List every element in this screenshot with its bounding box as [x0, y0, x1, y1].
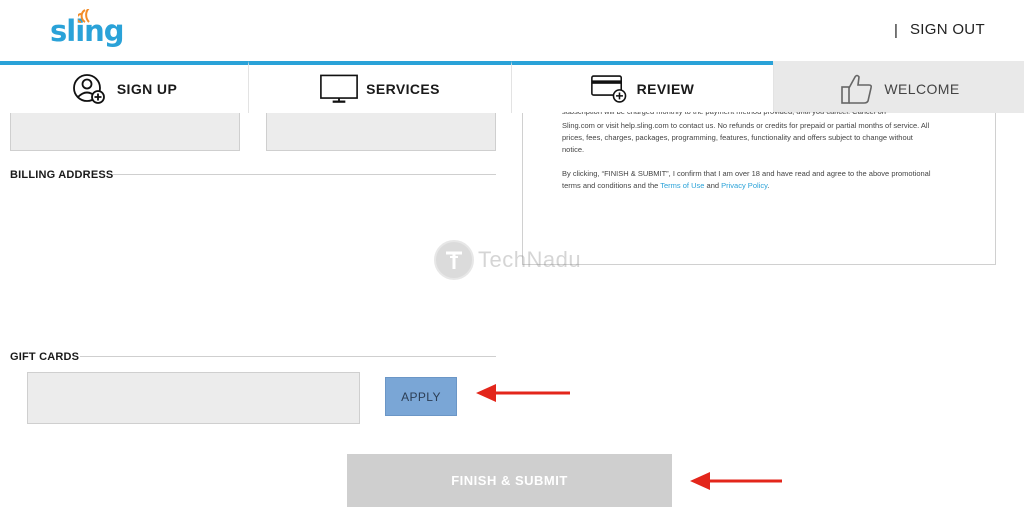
legal-text: and: [704, 181, 722, 190]
apply-button[interactable]: APPLY: [385, 377, 457, 416]
header: sling | SIGN OUT: [0, 0, 1024, 62]
step-services[interactable]: SERVICES: [248, 61, 511, 113]
legal-line: By clicking, “FINISH & SUBMIT”, I confir…: [562, 169, 931, 178]
finish-submit-button[interactable]: FINISH & SUBMIT: [347, 454, 672, 507]
payment-field[interactable]: [266, 113, 496, 151]
terms-panel: [522, 113, 996, 265]
legal-text: terms and conditions and the: [562, 181, 661, 190]
step-sign-up[interactable]: SIGN UP: [0, 61, 248, 113]
step-label: WELCOME: [884, 81, 960, 97]
add-user-icon: [71, 72, 109, 106]
legal-line: prices, fees, charges, packages, program…: [562, 133, 913, 142]
signal-waves-icon: [78, 9, 90, 23]
step-label: SIGN UP: [116, 81, 178, 97]
watermark-text: TechNadu: [478, 247, 582, 272]
step-label: SERVICES: [366, 81, 440, 97]
legal-text: .: [767, 181, 770, 190]
tv-icon: [320, 72, 359, 106]
gift-cards-title: GIFT CARDS: [10, 351, 80, 363]
step-label: REVIEW: [636, 81, 695, 97]
header-separator: |: [894, 22, 898, 39]
divider: [113, 174, 496, 175]
privacy-policy-link[interactable]: Privacy Policy: [721, 181, 768, 190]
legal-line-with-links: terms and conditions and the Terms of Us…: [562, 180, 972, 192]
watermark: TechNadu: [434, 240, 581, 280]
arrow-left-icon: [476, 384, 570, 402]
step-welcome[interactable]: WELCOME: [773, 61, 1024, 113]
technadu-logo-icon: [434, 240, 474, 280]
thumbs-up-icon: [838, 72, 876, 106]
divider: [80, 356, 496, 357]
billing-address-title: BILLING ADDRESS: [10, 169, 114, 181]
gift-card-input[interactable]: [27, 372, 360, 424]
sign-out-link[interactable]: SIGN OUT: [910, 21, 985, 38]
progress-steps: SIGN UP SERVICES REVIEW: [0, 61, 1024, 113]
arrow-left-icon: [690, 472, 782, 490]
legal-line: Sling.com or visit help.sling.com to con…: [562, 121, 930, 130]
credit-card-icon: [590, 72, 629, 106]
legal-line: notice.: [562, 145, 585, 154]
terms-of-use-link[interactable]: Terms of Use: [660, 181, 705, 190]
step-review[interactable]: REVIEW: [511, 61, 773, 113]
payment-field[interactable]: [10, 113, 240, 151]
legal-line: subscription will be charged monthly to …: [562, 112, 972, 118]
